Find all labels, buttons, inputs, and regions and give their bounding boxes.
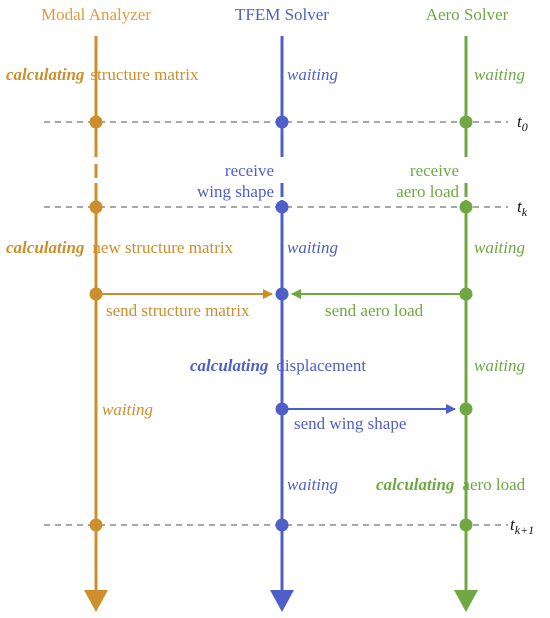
- node-tfem-t0: [275, 115, 289, 129]
- exchange1-tfem-line2: wing shape: [197, 182, 274, 201]
- node-modal-tk: [89, 200, 103, 214]
- phase2-aero-label: waiting: [474, 238, 525, 257]
- node-tfem-receive: [275, 287, 289, 301]
- lane-aero-arrowhead: [454, 590, 478, 612]
- node-aero-tk: [459, 200, 473, 214]
- time-label-t0: t0: [517, 112, 528, 134]
- label-send-wing-shape: send wing shape: [294, 414, 406, 433]
- exchange1-aero-line2: aero load: [396, 182, 459, 201]
- phase4-tfem-label: waiting: [287, 475, 338, 494]
- node-aero-receive: [459, 402, 473, 416]
- node-aero-t0: [459, 115, 473, 129]
- phase3-modal-label: waiting: [102, 400, 153, 419]
- lane-tfem-arrowhead: [270, 590, 294, 612]
- node-tfem-tk1: [275, 518, 289, 532]
- lane-title-aero: Aero Solver: [426, 5, 509, 24]
- node-aero-send: [459, 287, 473, 301]
- phase3-aero-label: waiting: [474, 356, 525, 375]
- lane-title-modal: Modal Analyzer: [41, 5, 151, 24]
- lane-modal-arrowhead: [84, 590, 108, 612]
- node-tfem-tk: [275, 200, 289, 214]
- node-modal-t0: [89, 115, 103, 129]
- lane-title-tfem: TFEM Solver: [235, 5, 329, 24]
- node-modal-tk1: [89, 518, 103, 532]
- time-label-tk1: tk+1: [510, 515, 534, 537]
- node-tfem-send: [275, 402, 289, 416]
- exchange1-tfem-line1: receive: [225, 161, 274, 180]
- exchange1-aero-line1: receive: [410, 161, 459, 180]
- label-send-structure-matrix: send structure matrix: [106, 301, 250, 320]
- phase1-aero-label: waiting: [474, 65, 525, 84]
- phase1-tfem-label: waiting: [287, 65, 338, 84]
- node-aero-tk1: [459, 518, 473, 532]
- node-modal-send: [89, 287, 103, 301]
- label-send-aero-load: send aero load: [325, 301, 424, 320]
- time-label-tk: tk: [517, 197, 528, 219]
- phase2-tfem-label: waiting: [287, 238, 338, 257]
